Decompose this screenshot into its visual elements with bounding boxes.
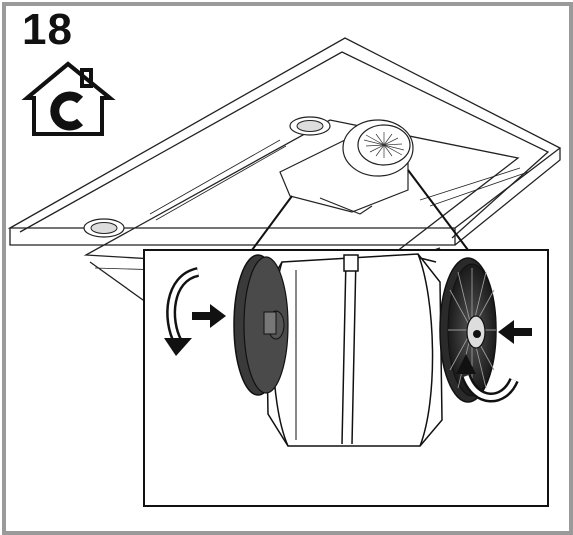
motor-detail (265, 253, 443, 447)
rotation-arrow-right-icon (456, 354, 519, 403)
motor-small (279, 119, 414, 215)
carbon-filter-right (439, 257, 497, 403)
push-arrow-left-icon (192, 304, 226, 328)
push-arrow-right-icon (498, 320, 532, 344)
step-number: 18 (22, 5, 73, 54)
recirculation-house-icon (21, 61, 116, 136)
zoom-lines (251, 169, 469, 251)
carbon-filter-left (233, 254, 289, 396)
cooker-hood (7, 37, 562, 306)
rotation-arrow-icon (164, 267, 200, 356)
lamp-right (289, 116, 331, 136)
lamp-left (83, 218, 125, 238)
